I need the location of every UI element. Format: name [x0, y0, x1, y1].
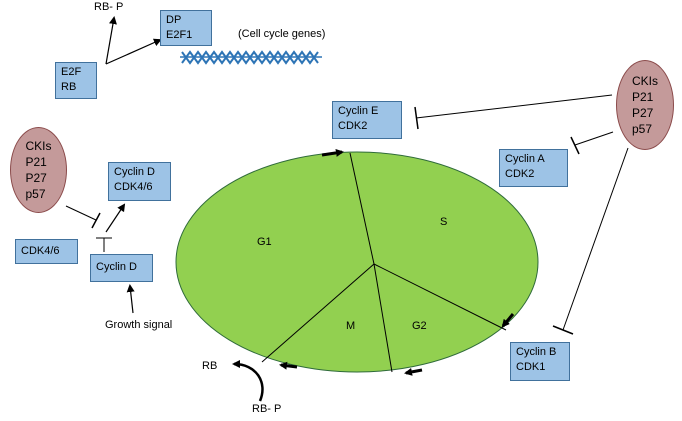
inhibit-cyclin-d-bar — [91, 212, 101, 229]
e2f1-label: E2F1 — [166, 29, 193, 41]
inhibit-cyclin-a-bar — [570, 136, 580, 155]
inhibit-cyclin-b-line — [562, 147, 629, 331]
cdk46-box: CDK4/6 — [15, 239, 78, 264]
cyclin-d-box: Cyclin D — [90, 254, 153, 282]
e2f-label: E2F — [61, 66, 82, 78]
assembly-arrow — [105, 203, 126, 233]
inhibit-cyclin-d-line — [65, 205, 97, 221]
cyclin-d-cdk46-box: Cyclin D CDK4/6 — [108, 162, 171, 201]
e2f-activation-arrow — [105, 38, 162, 65]
inhibit-cyclin-e-line — [415, 94, 613, 119]
cyclin-d-label: Cyclin D — [96, 261, 137, 273]
inhibit-cyclin-a-line — [574, 131, 614, 146]
dna-helix — [180, 50, 322, 65]
cyclin-d-complex-label: Cyclin D — [114, 166, 155, 178]
dp-e2f1-box: DP E2F1 — [160, 10, 212, 46]
cyclin-b-cdk1-box: Cyclin B CDK1 — [510, 342, 570, 381]
divider-top — [349, 152, 375, 265]
rb-phosphorylation-arrow — [232, 360, 264, 402]
cki-right-p57: p57 — [632, 122, 653, 136]
growth-signal-arrow — [126, 284, 135, 314]
cyclin-e-cdk2-box: Cyclin E CDK2 — [332, 101, 402, 139]
cki-left-p27: P27 — [25, 171, 47, 185]
cell-cycle-ellipse — [175, 151, 539, 373]
growth-signal-label: Growth signal — [105, 319, 173, 331]
divider-bottom — [373, 263, 393, 373]
cyclin-e-label: Cyclin E — [338, 105, 379, 117]
cyclin-a-label: Cyclin A — [505, 153, 545, 165]
cyclin-b-label: Cyclin B — [516, 346, 557, 358]
m-g1-arrow — [279, 361, 298, 370]
cki-left-p57: p57 — [25, 187, 46, 201]
phase-label-m: M — [346, 320, 356, 332]
cki-left-p21: P21 — [25, 155, 47, 169]
cki-right-p27: P27 — [632, 106, 654, 120]
cki-left-title: CKIs — [25, 139, 52, 153]
divider-right — [373, 263, 507, 331]
cki-right-title: CKIs — [632, 74, 659, 88]
rb-label: RB — [61, 81, 77, 93]
inhibit-cyclin-e-bar — [414, 106, 419, 130]
rb-p-bottom-label: RB- P — [252, 403, 282, 415]
phase-label-g1: G1 — [257, 236, 272, 248]
cdk46-label: CDK4/6 — [21, 245, 60, 257]
phase-label-s: S — [440, 216, 448, 228]
cki-right-p21: P21 — [632, 90, 654, 104]
cyclin-e-cdk2-label: CDK2 — [338, 120, 368, 132]
cyclin-b-cdk1-label: CDK1 — [516, 361, 546, 373]
rb-label-bottom: RB — [202, 360, 218, 372]
g1-s-checkpoint-arrow — [321, 148, 344, 157]
e2f-rb-box: E2F RB — [55, 62, 97, 99]
g2-m-arrow-right — [501, 313, 515, 328]
dp-label: DP — [166, 14, 182, 26]
cki-left: CKIs P21 P27 p57 — [10, 127, 67, 213]
rb-p-top-label: RB- P — [94, 1, 124, 13]
rb-p-release-arrow — [105, 16, 117, 65]
cell-cycle-genes-label: (Cell cycle genes) — [238, 28, 326, 40]
cki-right: CKIs P21 P27 p57 — [616, 60, 674, 150]
phase-label-g2: G2 — [412, 320, 427, 332]
divider-left — [261, 263, 375, 363]
inhibit-cyclin-b-bar — [552, 325, 574, 335]
g2-m-arrow-bottom — [404, 367, 423, 376]
cyclin-a-cdk2-label: CDK2 — [505, 168, 535, 180]
cdk46-complex-label: CDK4/6 — [114, 181, 153, 193]
cyclin-a-cdk2-box: Cyclin A CDK2 — [499, 149, 568, 187]
